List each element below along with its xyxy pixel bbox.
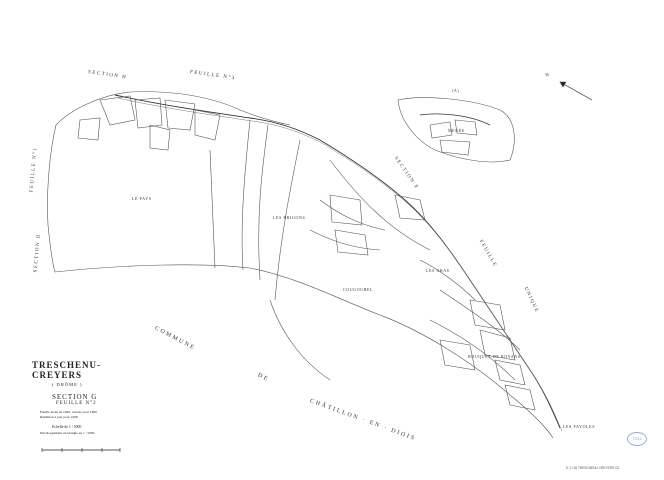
feuille-number: FEUILLE N°2 [56,401,97,406]
les-brigons-label: LES BRIGONS [273,215,306,220]
note-line-1: Feuille levée en 1826, révisée pour 1866 [40,410,97,414]
commune-title: TRESCHENU-CREYERS [32,360,102,380]
les-gras-label: LES GRAS [426,268,450,273]
menee-label: MENÉE [448,128,465,133]
sheet-reference: D 1 / 26 TRESCHENU CREYERS G2 [566,466,620,470]
fayoles-label: LES FAYOLES [563,424,596,429]
note-line-2: Réédition à jour pour 1968 [40,415,78,419]
cougourel-label: COUGOUREL [343,287,374,292]
inset-a-label: (A) [452,88,460,93]
bouquet-label: BOUQUET DE ROYANS [468,354,521,359]
le-pays-label: LE PAYS [132,196,152,201]
archive-stamp: 7231 [627,432,647,446]
department: ( DRÔME ) [52,382,83,387]
scale-text: Echelle de 1 / 5000 [52,425,82,429]
map-cartouche: TRESCHENU-CREYERS ( DRÔME ) SECTION G FE… [32,360,142,435]
development-text: Développement en triangle au 1 / 5000 [40,431,95,435]
section-title: SECTION G [52,393,98,401]
